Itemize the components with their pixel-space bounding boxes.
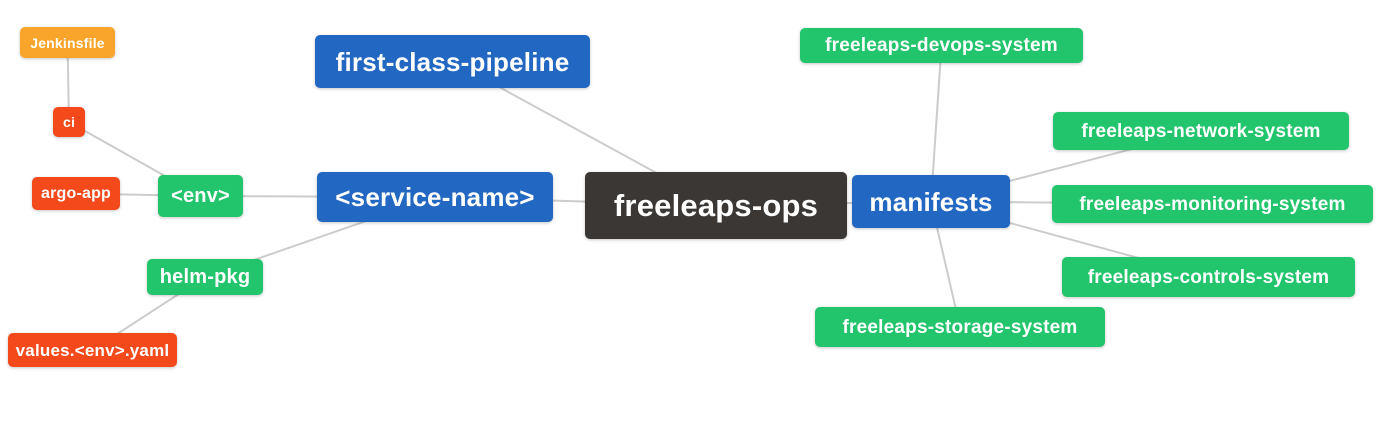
node-jenkinsfile[interactable]: Jenkinsfile (20, 27, 115, 58)
node-argo-app[interactable]: argo-app (32, 177, 120, 210)
node-freeleaps-controls-system[interactable]: freeleaps-controls-system (1062, 257, 1355, 297)
node-helm-pkg[interactable]: helm-pkg (147, 259, 263, 295)
node-ci[interactable]: ci (53, 107, 85, 137)
node-service-name[interactable]: <service-name> (317, 172, 553, 222)
node-freeleaps-ops-root[interactable]: freeleaps-ops (585, 172, 847, 239)
node-manifests[interactable]: manifests (852, 175, 1010, 228)
node-freeleaps-network-system[interactable]: freeleaps-network-system (1053, 112, 1349, 150)
node-values-env-yaml[interactable]: values.<env>.yaml (8, 333, 177, 367)
node-freeleaps-devops-system[interactable]: freeleaps-devops-system (800, 28, 1083, 63)
node-env[interactable]: <env> (158, 175, 243, 217)
node-freeleaps-monitoring-system[interactable]: freeleaps-monitoring-system (1052, 185, 1373, 223)
node-first-class-pipeline[interactable]: first-class-pipeline (315, 35, 590, 88)
node-freeleaps-storage-system[interactable]: freeleaps-storage-system (815, 307, 1105, 347)
